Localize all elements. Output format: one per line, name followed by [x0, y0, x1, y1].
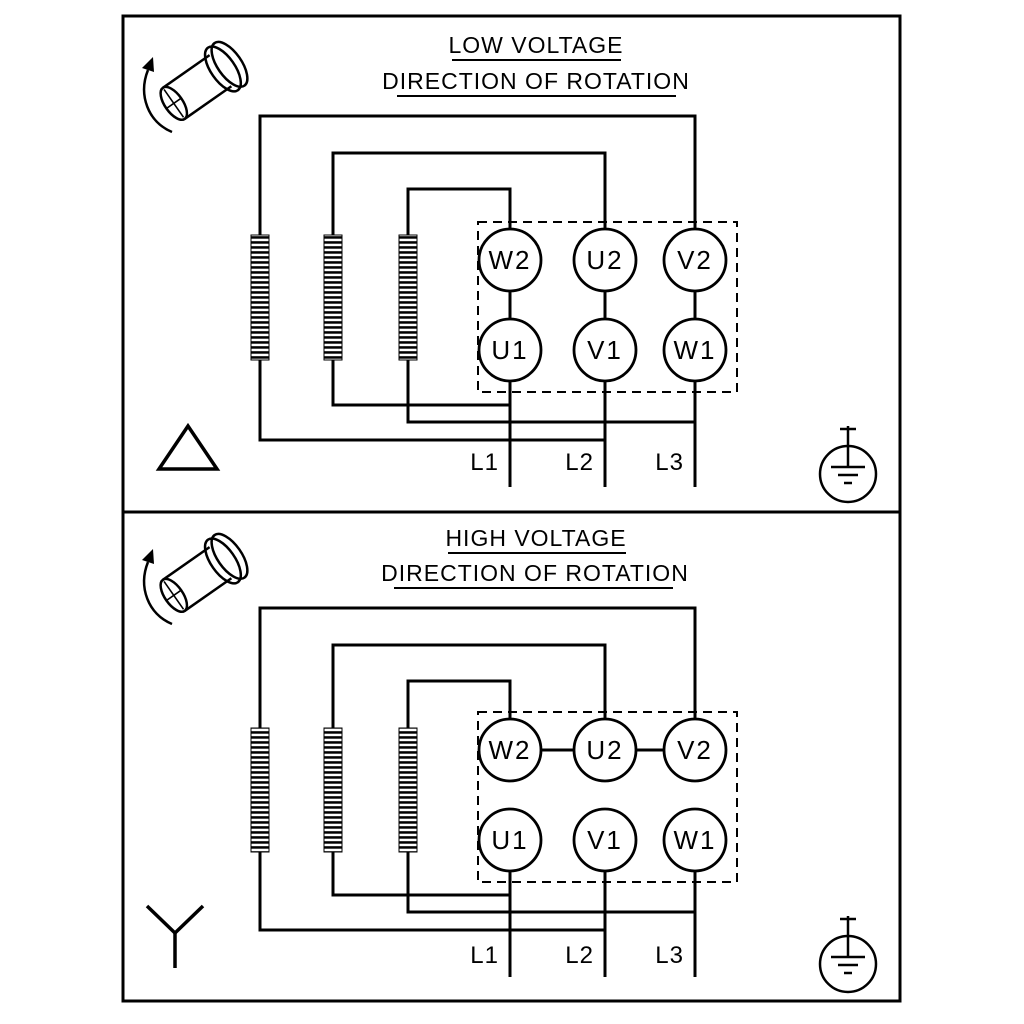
terminal-v2	[662, 227, 728, 293]
winding-coil	[323, 234, 343, 361]
rotation-arrow	[142, 561, 173, 626]
supply-label-l1: L1	[470, 449, 499, 476]
terminal-v1	[572, 807, 638, 873]
terminal-w1	[662, 317, 728, 383]
rotation-arrow	[142, 69, 173, 134]
terminal-label: U2	[586, 245, 623, 275]
terminal-u1	[477, 807, 543, 873]
terminal-v1	[572, 317, 638, 383]
terminal-label: W1	[674, 825, 717, 855]
rotation-shaft-icon	[142, 40, 249, 134]
terminal-u2	[572, 717, 638, 783]
terminals: W2 U2 V2 U1 V1 W1	[477, 227, 728, 383]
winding-coil	[250, 234, 270, 361]
low-voltage-panel: LOW VOLTAGE DIRECTION OF ROTATION	[142, 32, 878, 504]
terminals: W2 U2 V2 U1 V1 W1	[477, 717, 728, 873]
terminal-box	[477, 221, 738, 393]
supply-label-l2: L2	[565, 942, 594, 969]
star-symbol	[145, 904, 205, 968]
panel-title: HIGH VOLTAGE	[445, 525, 626, 551]
outer-border	[121, 14, 902, 1003]
terminal-label: V2	[677, 245, 713, 275]
terminal-label: W2	[489, 245, 532, 275]
terminal-links-delta	[508, 291, 697, 319]
terminal-label: V1	[587, 335, 623, 365]
terminal-label: W2	[489, 735, 532, 765]
rotation-arrowhead	[142, 549, 154, 564]
terminal-label: V1	[587, 825, 623, 855]
terminal-w2	[477, 227, 543, 293]
stator-wiring	[258, 606, 697, 977]
ground-icon	[818, 426, 878, 504]
terminal-label: U2	[586, 735, 623, 765]
supply-label-l2: L2	[565, 449, 594, 476]
terminal-label: V2	[677, 735, 713, 765]
supply-label-l3: L3	[655, 942, 684, 969]
terminal-box	[477, 711, 738, 883]
rotation-arrowhead	[142, 57, 154, 72]
delta-symbol	[155, 422, 221, 471]
winding-coil	[398, 234, 418, 361]
supply-label-l1: L1	[470, 942, 499, 969]
ground-icon	[818, 916, 878, 994]
terminal-v2	[662, 717, 728, 783]
winding-coil	[398, 727, 418, 853]
supply-label-l3: L3	[655, 449, 684, 476]
terminal-label: U1	[491, 335, 528, 365]
terminal-w1	[662, 807, 728, 873]
panel-title: LOW VOLTAGE	[448, 32, 623, 58]
winding-coil	[323, 727, 343, 853]
high-voltage-panel: HIGH VOLTAGE DIRECTION OF ROTATION	[142, 525, 878, 994]
terminal-label: U1	[491, 825, 528, 855]
panel-subtitle: DIRECTION OF ROTATION	[382, 68, 690, 94]
terminal-u1	[477, 317, 543, 383]
rotation-shaft-icon	[142, 532, 249, 626]
terminal-label: W1	[674, 335, 717, 365]
terminal-w2	[477, 717, 543, 783]
stator-wiring	[258, 114, 697, 487]
terminal-u2	[572, 227, 638, 293]
winding-coil	[250, 727, 270, 853]
panel-subtitle: DIRECTION OF ROTATION	[381, 560, 689, 586]
